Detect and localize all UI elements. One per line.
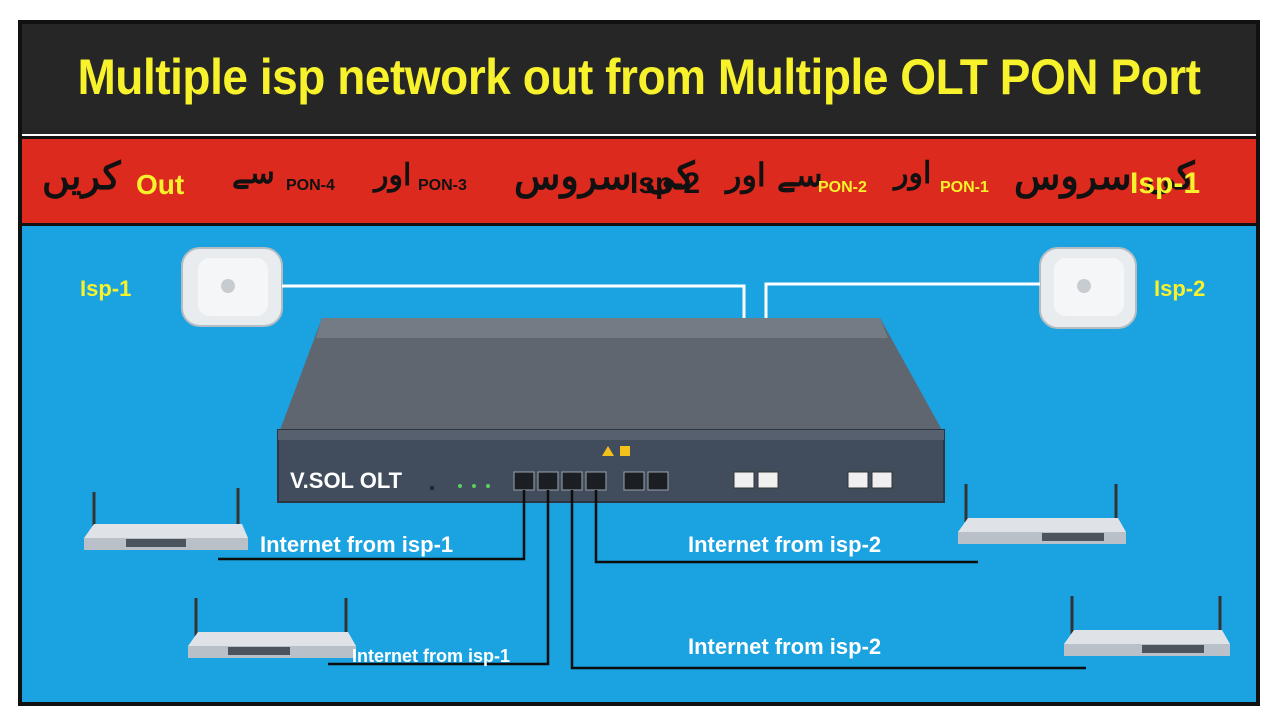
- isp1-antenna: [181, 247, 283, 327]
- link-label-isp2-b: Internet from isp-2: [688, 634, 882, 659]
- pon2-label: PON-2: [818, 179, 867, 196]
- network-diagram: Isp-1 Isp-2 V.SOL OLT Internet from isp-…: [22, 226, 1256, 702]
- urdu-do: کریں: [42, 153, 121, 198]
- urdu-from-and: سے اور: [726, 156, 823, 194]
- pon1-label: PON-1: [940, 179, 989, 196]
- page-title: Multiple isp network out from Multiple O…: [77, 49, 1201, 105]
- olt-device: [277, 318, 945, 503]
- outer-border: [18, 20, 1260, 706]
- urdu-service-1: کی سروس: [1014, 153, 1195, 198]
- onu-router-2: [188, 598, 356, 658]
- link-label-isp1-a: Internet from isp-1: [260, 532, 454, 557]
- isp2-label: Isp-2: [1154, 276, 1206, 301]
- onu-router-3: [958, 484, 1126, 544]
- out-label: Out: [136, 169, 185, 200]
- pon3-label: PON-3: [418, 177, 467, 194]
- urdu-banner: کریں Out سے PON-4 اور PON-3 کی سروس Isp-…: [22, 136, 1256, 226]
- link-label-isp2-a: Internet from isp-2: [688, 532, 882, 557]
- link-label-isp1-b: Internet from isp-1: [352, 646, 511, 666]
- olt-label: V.SOL OLT: [290, 468, 403, 493]
- pon4-cable: [594, 490, 978, 564]
- pon3-cable: [570, 490, 1086, 670]
- pon2-cable: [328, 490, 550, 666]
- urdu-service-2: کی سروس: [514, 153, 695, 198]
- title-bar: Multiple isp network out from Multiple O…: [22, 24, 1256, 134]
- isp1-label: Isp-1: [80, 276, 132, 301]
- urdu-and-2: اور: [374, 158, 412, 193]
- isp2-antenna: [1039, 247, 1137, 329]
- urdu-and-1: اور: [894, 156, 932, 191]
- pon1-cable: [218, 490, 526, 561]
- onu-router-4: [1064, 596, 1230, 656]
- isp2-banner-label: Isp-2: [630, 167, 701, 200]
- isp1-banner-label: Isp-1: [1130, 167, 1201, 200]
- urdu-from: سے: [232, 156, 275, 191]
- pon4-label: PON-4: [286, 177, 335, 194]
- onu-router-1: [84, 488, 248, 550]
- diagram-canvas: [84, 247, 1230, 670]
